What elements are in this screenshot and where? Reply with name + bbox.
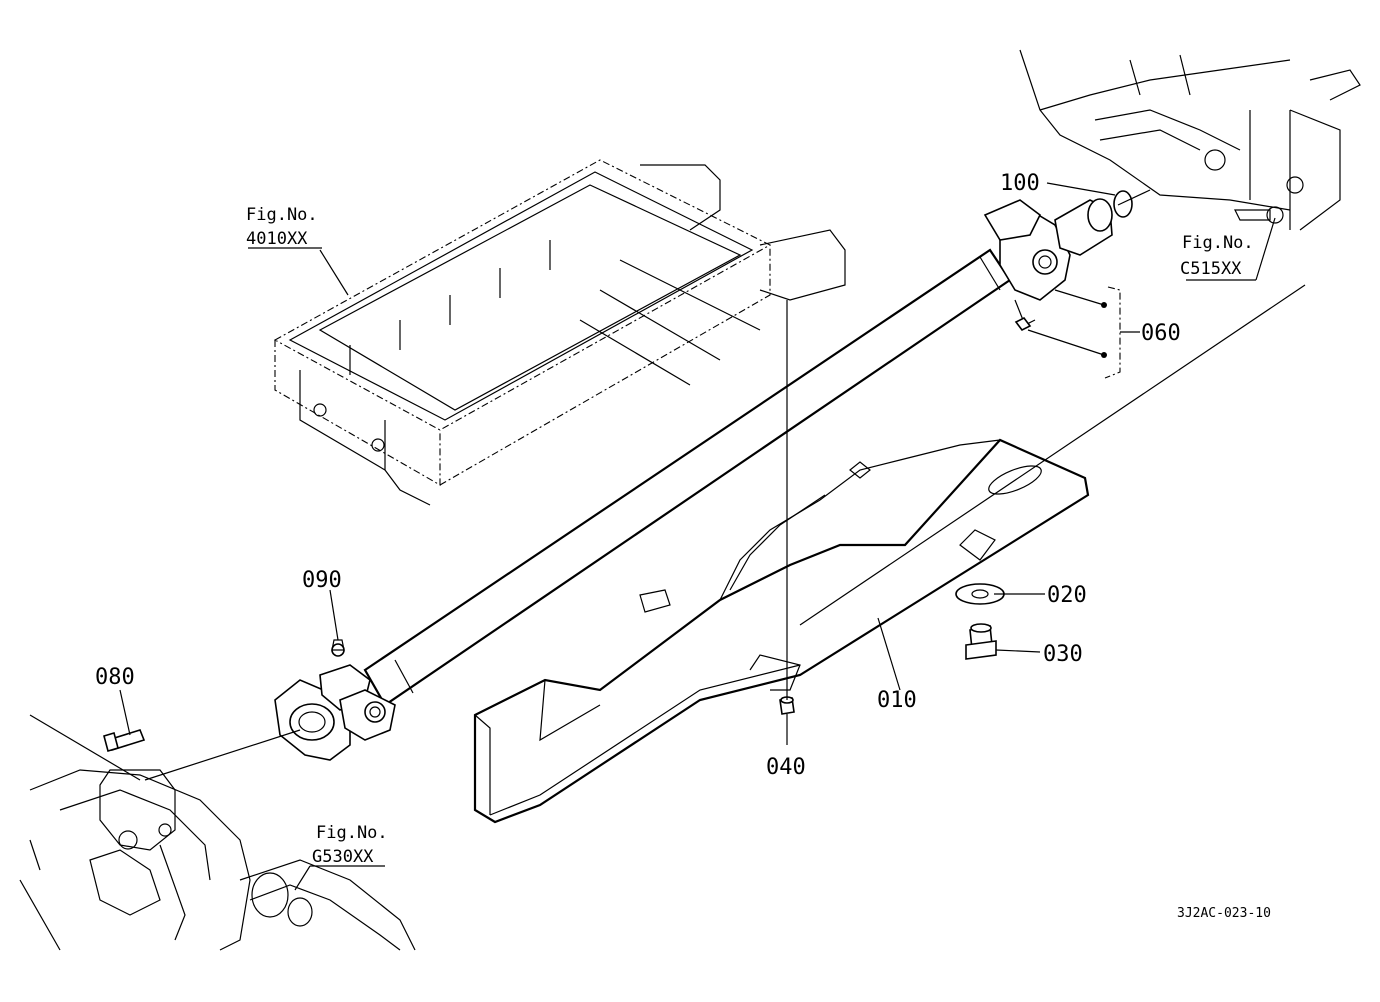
front-universal-joint bbox=[983, 198, 1113, 326]
label-100: 100 bbox=[1000, 171, 1040, 196]
bolt-030 bbox=[965, 623, 997, 660]
part-labels: 100 060 020 030 010 040 090 080 bbox=[95, 171, 1181, 780]
shaft-cover bbox=[473, 438, 1090, 824]
transmission-housing-reference bbox=[1019, 49, 1361, 231]
label-040: 040 bbox=[766, 755, 806, 780]
oil-pan-reference bbox=[273, 159, 846, 506]
oil-pan-ref-line1: Fig.No. bbox=[246, 205, 318, 225]
rear-universal-joint bbox=[274, 639, 396, 761]
transmission-ref-line2: C515XX bbox=[1180, 259, 1242, 279]
fastener-set bbox=[1014, 286, 1121, 379]
front-axle-ref-line2: G530XX bbox=[312, 847, 374, 867]
bolt-080 bbox=[103, 729, 146, 753]
washer bbox=[955, 583, 1005, 605]
drawing-code: 3J2AC-023-10 bbox=[1177, 906, 1271, 921]
bolt-040 bbox=[779, 696, 795, 715]
leader-lines bbox=[29, 182, 1306, 891]
label-020: 020 bbox=[1047, 583, 1087, 608]
front-axle-reference bbox=[19, 769, 416, 951]
label-090: 090 bbox=[302, 568, 342, 593]
label-010: 010 bbox=[877, 688, 917, 713]
o-ring bbox=[1113, 190, 1133, 218]
label-030: 030 bbox=[1043, 642, 1083, 667]
label-080: 080 bbox=[95, 665, 135, 690]
oil-pan-ref-line2: 4010XX bbox=[246, 229, 308, 249]
label-060: 060 bbox=[1141, 321, 1181, 346]
transmission-ref-line1: Fig.No. bbox=[1182, 233, 1254, 253]
figure-references: Fig.No. 4010XX Fig.No. C515XX Fig.No. G5… bbox=[246, 205, 1254, 867]
front-axle-ref-line1: Fig.No. bbox=[316, 823, 388, 843]
